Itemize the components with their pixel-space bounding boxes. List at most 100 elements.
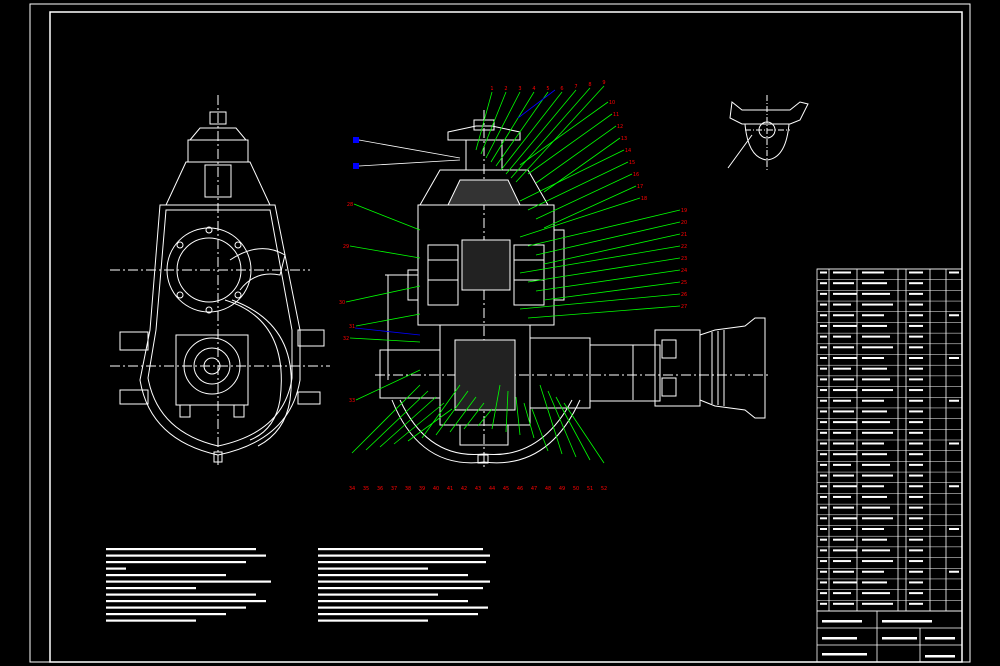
- parts-cell-text: [862, 560, 893, 563]
- parts-cell-text: [862, 335, 890, 338]
- parts-cell-text: [862, 474, 893, 477]
- bolt-hole: [176, 291, 184, 299]
- callout-label: 7: [574, 84, 577, 90]
- parts-cell-text: [833, 292, 857, 295]
- parts-cell-text: [862, 357, 884, 359]
- note-line: [318, 593, 438, 596]
- callout-label: 3: [518, 86, 521, 92]
- parts-cell-text: [862, 463, 890, 466]
- leader-line: [527, 113, 613, 175]
- parts-cell-text: [909, 485, 923, 488]
- callout-label: 22: [681, 244, 687, 250]
- curved-rib-outer: [231, 299, 292, 447]
- note-line: [106, 613, 226, 616]
- callout-label: 27: [681, 304, 687, 310]
- callout-label: 4: [532, 86, 535, 92]
- parts-cell-text: [862, 282, 887, 285]
- title-cell-text: [822, 637, 857, 640]
- leader-line: [543, 233, 681, 265]
- lower-bearing-inner: [193, 347, 231, 385]
- parts-cell-text: [833, 303, 851, 306]
- callout-label: 15: [629, 160, 635, 166]
- callout-label: 44: [489, 486, 495, 492]
- callout-label: 14: [625, 148, 631, 154]
- parts-cell-text: [909, 421, 923, 424]
- upper-bearing-circle: [166, 227, 252, 313]
- note-line: [106, 619, 196, 622]
- parts-cell-text: [820, 506, 827, 509]
- note-line: [106, 593, 256, 596]
- callout-label: 46: [517, 486, 523, 492]
- leader-line: [539, 384, 563, 455]
- note-line: [318, 613, 478, 616]
- parts-cell-text: [949, 528, 959, 530]
- callout-label: 21: [681, 232, 687, 238]
- front-view: [110, 95, 330, 468]
- left-foot: [119, 389, 149, 405]
- callout-label: 52: [601, 486, 607, 492]
- leader-line: [531, 408, 549, 452]
- parts-cell-text: [949, 314, 959, 317]
- leader-line: [365, 390, 429, 451]
- leader-line: [349, 337, 421, 343]
- upper-bearing-inner: [176, 237, 242, 303]
- callout-label: 11: [613, 112, 619, 118]
- parts-cell-text: [833, 538, 854, 541]
- lower-shaft: [203, 357, 221, 375]
- callout-label: 25: [681, 280, 687, 286]
- parts-cell-text: [909, 389, 923, 392]
- parts-cell-text: [862, 292, 890, 295]
- leader-line: [490, 91, 535, 163]
- leader-line: [527, 209, 681, 247]
- parts-cell-text: [862, 517, 893, 520]
- blue-marker: [353, 163, 359, 169]
- drain-bolt: [233, 404, 245, 418]
- parts-cell-text: [833, 602, 854, 605]
- parts-cell-text: [909, 495, 923, 498]
- parts-cell-text: [862, 367, 887, 370]
- parts-cell-text: [833, 506, 854, 509]
- callout-label: 13: [621, 136, 627, 142]
- parts-cell-text: [833, 495, 851, 498]
- leader-line: [351, 384, 421, 454]
- callout-label: 18: [641, 196, 647, 202]
- lower-gear: [459, 424, 509, 446]
- callout-label: 26: [681, 292, 687, 298]
- leader-lines: [345, 85, 681, 464]
- leader-line: [353, 203, 421, 231]
- leader-line: [345, 285, 421, 303]
- leader-line: [393, 402, 445, 445]
- leader-line: [355, 313, 421, 327]
- bottom-plug: [213, 451, 223, 463]
- callout-label: 42: [461, 486, 467, 492]
- parts-cell-text: [820, 399, 827, 402]
- bolt-hole: [205, 226, 213, 234]
- bolt-hole: [176, 241, 184, 249]
- callout-label: 51: [587, 486, 593, 492]
- parts-cell-text: [833, 528, 851, 530]
- parts-cell-text: [833, 357, 857, 359]
- lower-bowl-inner: [399, 399, 573, 456]
- parts-cell-text: [909, 314, 923, 317]
- callout-label: 16: [633, 172, 639, 178]
- parts-cell-text: [833, 474, 854, 477]
- parts-cell-text: [820, 282, 827, 285]
- callout-label: 1: [490, 86, 493, 92]
- leader-line: [505, 390, 509, 433]
- title-cell-text: [882, 620, 932, 623]
- right-bearing-pack: [513, 244, 545, 306]
- parts-cell-text: [820, 495, 827, 498]
- callout-label: 33: [349, 398, 355, 404]
- note-line: [318, 548, 483, 551]
- parts-cell-text: [949, 399, 959, 402]
- parts-cell-text: [909, 292, 923, 295]
- callout-label: 38: [405, 486, 411, 492]
- parts-cell-text: [909, 324, 923, 327]
- callout-label: 47: [531, 486, 537, 492]
- right-foot: [297, 391, 321, 405]
- parts-cell-text: [820, 410, 827, 413]
- parts-cell-text: [833, 453, 857, 456]
- coupling-slot: [661, 377, 677, 397]
- parts-cell-text: [833, 592, 851, 595]
- parts-cell-text: [862, 453, 887, 456]
